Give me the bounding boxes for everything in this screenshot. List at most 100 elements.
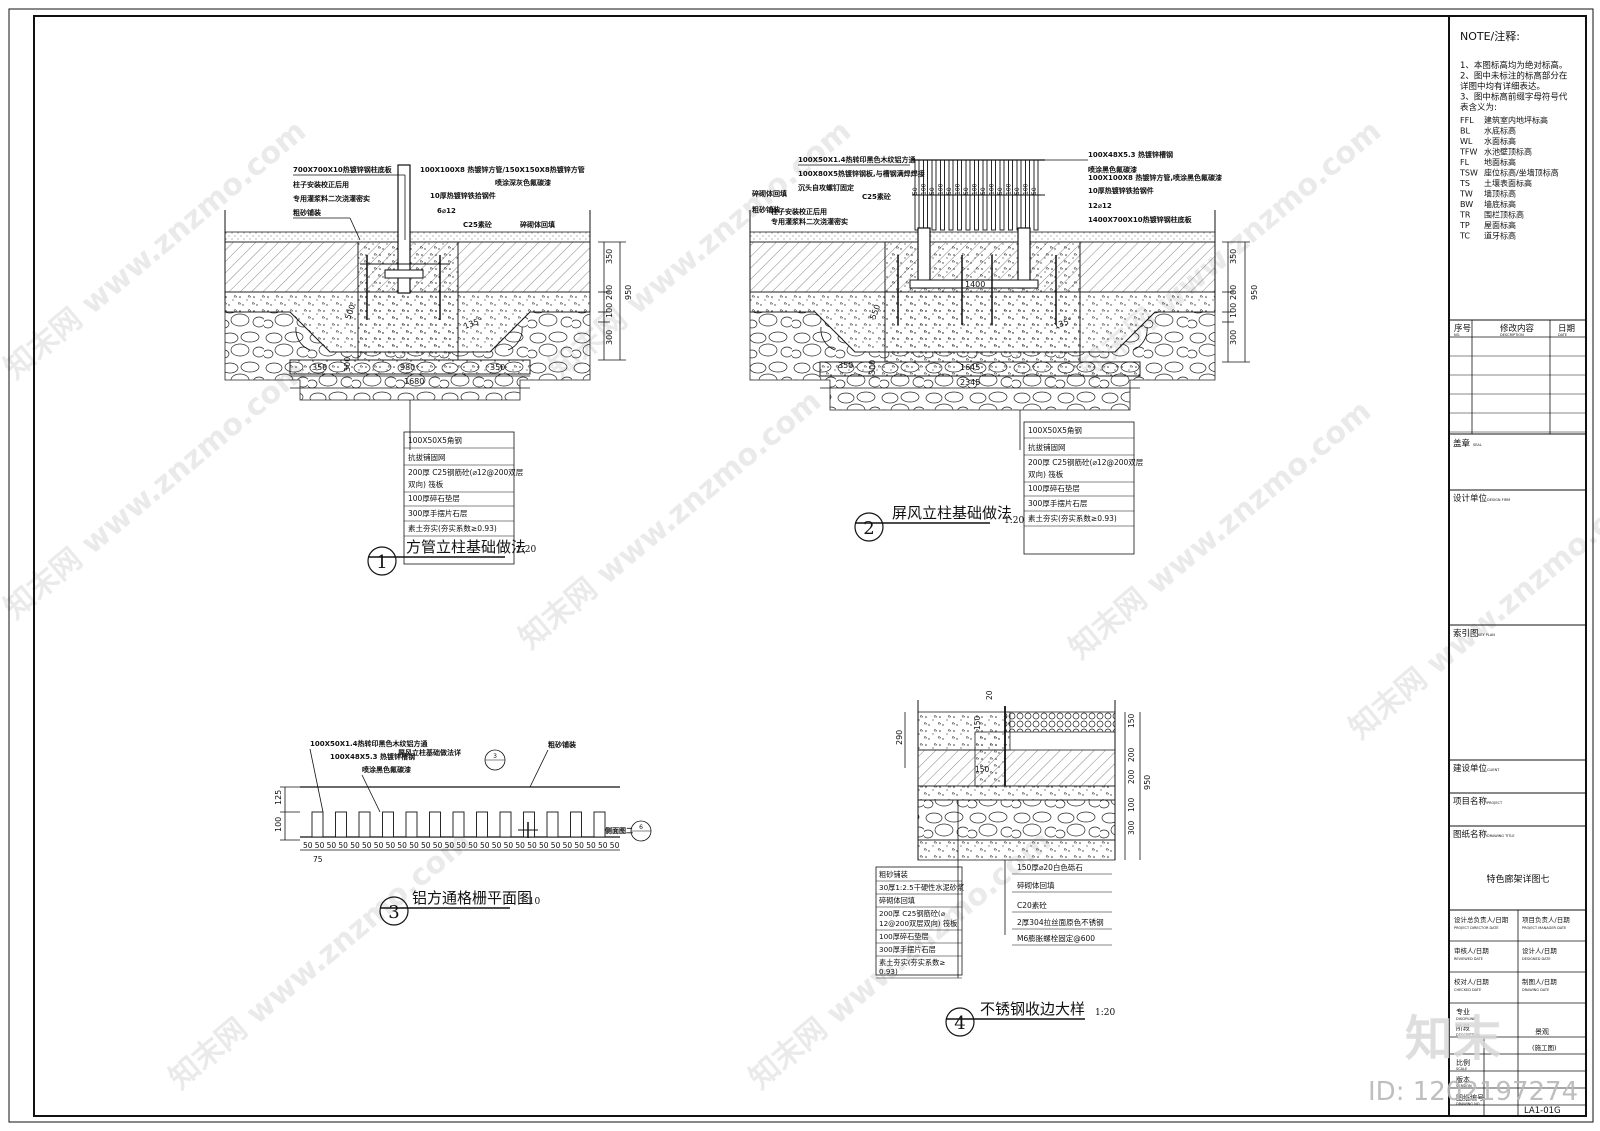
detail-2-callout: C25素砼 [862, 192, 892, 201]
version-label: 版本 [1456, 1075, 1470, 1084]
detail-3-dim-h: 50 [303, 841, 313, 850]
detail-2-dim: 2345 [960, 378, 980, 387]
notes-code-text: 墙顶标高 [1484, 189, 1516, 199]
detail-4-legend-item: 12@200双层双向) 筏板 [879, 919, 957, 928]
detail-1-dim: 1680 [404, 377, 424, 386]
detail-3-slat [476, 811, 488, 838]
detail-3-dim-h: 50 [409, 841, 419, 850]
detail-4-number: 4 [954, 1013, 965, 1034]
detail-3-slats [311, 811, 606, 838]
detail-3-slat [452, 811, 465, 838]
review-label: 审核人/日期 [1454, 946, 1489, 955]
detail-4-number-circle [945, 1007, 975, 1037]
notes-code-text: 屋面标高 [1484, 220, 1516, 230]
notes-code: TP [1459, 221, 1470, 230]
detail-2-dim: 100 [1229, 303, 1238, 318]
detail-4-dim-right: 200 [1127, 769, 1136, 784]
detail-4-right-callout: 2厚304拉丝面原色不锈钢 [1017, 917, 1104, 927]
pm-en: PROJECT MANAGER DATE [1522, 926, 1566, 930]
detail-3-slat [382, 811, 394, 838]
detail-3-dim-h: 50 [610, 841, 620, 850]
detail-1-title: 方管立柱基础做法 [406, 538, 526, 556]
notes-lines: 1、本图标高均为绝对标高。2、图中未标注的标高部分在详图中均有详细表达。3、图中… [1460, 60, 1568, 113]
notes-code: TS [1459, 179, 1470, 188]
detail-2-scale: 1:20 [1004, 516, 1024, 526]
detail-1-callout: 10厚热镀锌铁拾钢件 [430, 191, 496, 200]
detail-3-dim-v: 125 [274, 790, 283, 805]
detail-2-callout: 100X48X5.3 热镀锌槽钢 [1088, 150, 1173, 159]
watermark-text: 知末网 www.znzmo.com [513, 384, 828, 657]
version-en: VERSION [1456, 1084, 1472, 1088]
watermark-text: 知末网 www.znzmo.com [1343, 474, 1600, 747]
detail-3-dim-h: 50 [504, 841, 514, 850]
detail-2-slat-dim: 100 [989, 183, 996, 195]
notes-line: 详图中均有详细表达。 [1460, 81, 1545, 92]
detail-1-legend-item: 素土夯实(夯实系数≥0.93) [408, 523, 497, 533]
detail-2-slat-dim: 50 [929, 187, 936, 195]
detail-3-slat [546, 811, 559, 838]
check-label: 校对人/日期 [1454, 977, 1489, 986]
notes-code: TR [1459, 211, 1471, 220]
detail-4-right-callout: 碎砌体回填 [1017, 880, 1055, 890]
detail-1-dim: 350 [312, 363, 327, 372]
detail-2-slat-dim: 50 [963, 187, 970, 195]
detail-2-callout: 专用灌浆料二次浇灌密实 [771, 217, 848, 226]
detail-3-ref-side-num: 6 [639, 824, 643, 831]
detail-3-callout: 粗砂铺装 [548, 740, 576, 749]
notes-code: FL [1460, 158, 1470, 167]
detail-2-callout: 粗砂铺装 [752, 205, 780, 214]
detail-1-scale: 1:20 [516, 545, 536, 555]
project-label: 项目名称 [1453, 796, 1488, 807]
detail-3-slat [358, 811, 371, 838]
notes-code-text: 土壤表面标高 [1484, 178, 1532, 188]
detail-1-dim: 100 [605, 303, 614, 318]
detail-2-dim: 300 [1229, 330, 1238, 345]
detail-4-legend-item: 300厚手摆片石层 [879, 945, 936, 954]
detail-4-dim-right: 300 [1127, 820, 1136, 835]
detail-3-dim-h: 50 [338, 841, 348, 850]
detail-3-dim-h: 50 [586, 841, 596, 850]
detail-1-callout: 粗砂铺装 [293, 208, 321, 217]
detail-1-callout: C25素砼 [463, 220, 493, 229]
notes-line: 1、本图标高均为绝对标高。 [1460, 60, 1567, 71]
detail-3-title: 铝方通格栅平面图 [412, 889, 532, 907]
detail-3-slat [429, 811, 441, 838]
detail-3-scale: 1:10 [520, 897, 540, 907]
detail-2-slat-dim: 50 [1031, 187, 1038, 195]
notes-code-text: 围栏顶标高 [1484, 210, 1524, 220]
scale-en: SCALE [1456, 1067, 1467, 1071]
detail-4-right-callouts: 150厚⌀20白色砾石碎砌体回填C20素砼2厚304拉丝面原色不锈钢M6膨胀螺栓… [1012, 862, 1112, 946]
detail-3-dim-h: 50 [327, 841, 337, 850]
notes-code-text: 水池壁顶标高 [1484, 147, 1532, 157]
stage-value: (施工图) [1532, 1043, 1557, 1052]
rev-no-en: NO. [1454, 333, 1460, 337]
detail-2-callout: 100X100X8 热镀锌方管,喷涂黑色氟碳漆 [1088, 173, 1222, 182]
detail-3-dim-h: 50 [598, 841, 608, 850]
notes-code-text: 座位标高/坐墙顶标高 [1484, 168, 1559, 178]
detail-2-callout: 喷涂黑色氟碳漆 [1088, 165, 1137, 174]
notes-code: TSW [1459, 169, 1478, 178]
detail-4-legend-item: 0.93) [879, 967, 898, 976]
detail-2-dim: 1400 [965, 280, 985, 289]
seal-en: SEAL [1473, 443, 1482, 447]
detail-3-dim-h: 50 [445, 841, 455, 850]
discipline-value: 景观 [1535, 1028, 1549, 1036]
project-en: PROJECT [1487, 801, 1503, 805]
detail-2-callout: 100X50X1.4热转印黑色木纹铝方通 [798, 155, 917, 164]
detail-4-dim-right: 150 [1127, 713, 1136, 728]
detail-1-legend-item: 抗拔铺固网 [408, 452, 446, 462]
detail-3-dim-h: 50 [480, 841, 490, 850]
revision-rows [1449, 355, 1586, 433]
detail-2-dim: 200 [1229, 285, 1238, 300]
detail-1-leader [349, 217, 361, 241]
draw-en: DRAWING DATE [1522, 988, 1549, 992]
detail-1-callout: 专用灌浆料二次浇灌密实 [293, 194, 370, 203]
scale-label: 比例 [1456, 1058, 1470, 1067]
detail-2-slat-dim: 50 [980, 187, 987, 195]
detail-2-dim: 950 [1250, 285, 1259, 300]
detail-1-legend-item: 双向) 筏板 [408, 479, 444, 489]
detail-1-legend-item: 100厚碎石垫层 [408, 493, 460, 503]
notes-code: BL [1460, 127, 1470, 136]
